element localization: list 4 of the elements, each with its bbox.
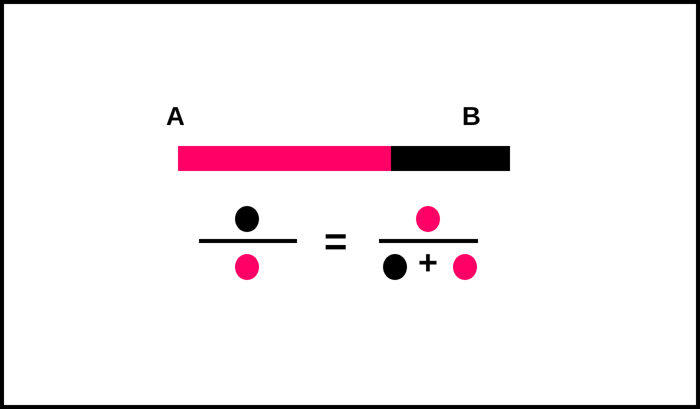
equals-sign: = <box>324 222 348 262</box>
point-label: B <box>462 103 481 129</box>
point-label: A <box>166 103 185 129</box>
plus-sign: + <box>418 246 438 280</box>
